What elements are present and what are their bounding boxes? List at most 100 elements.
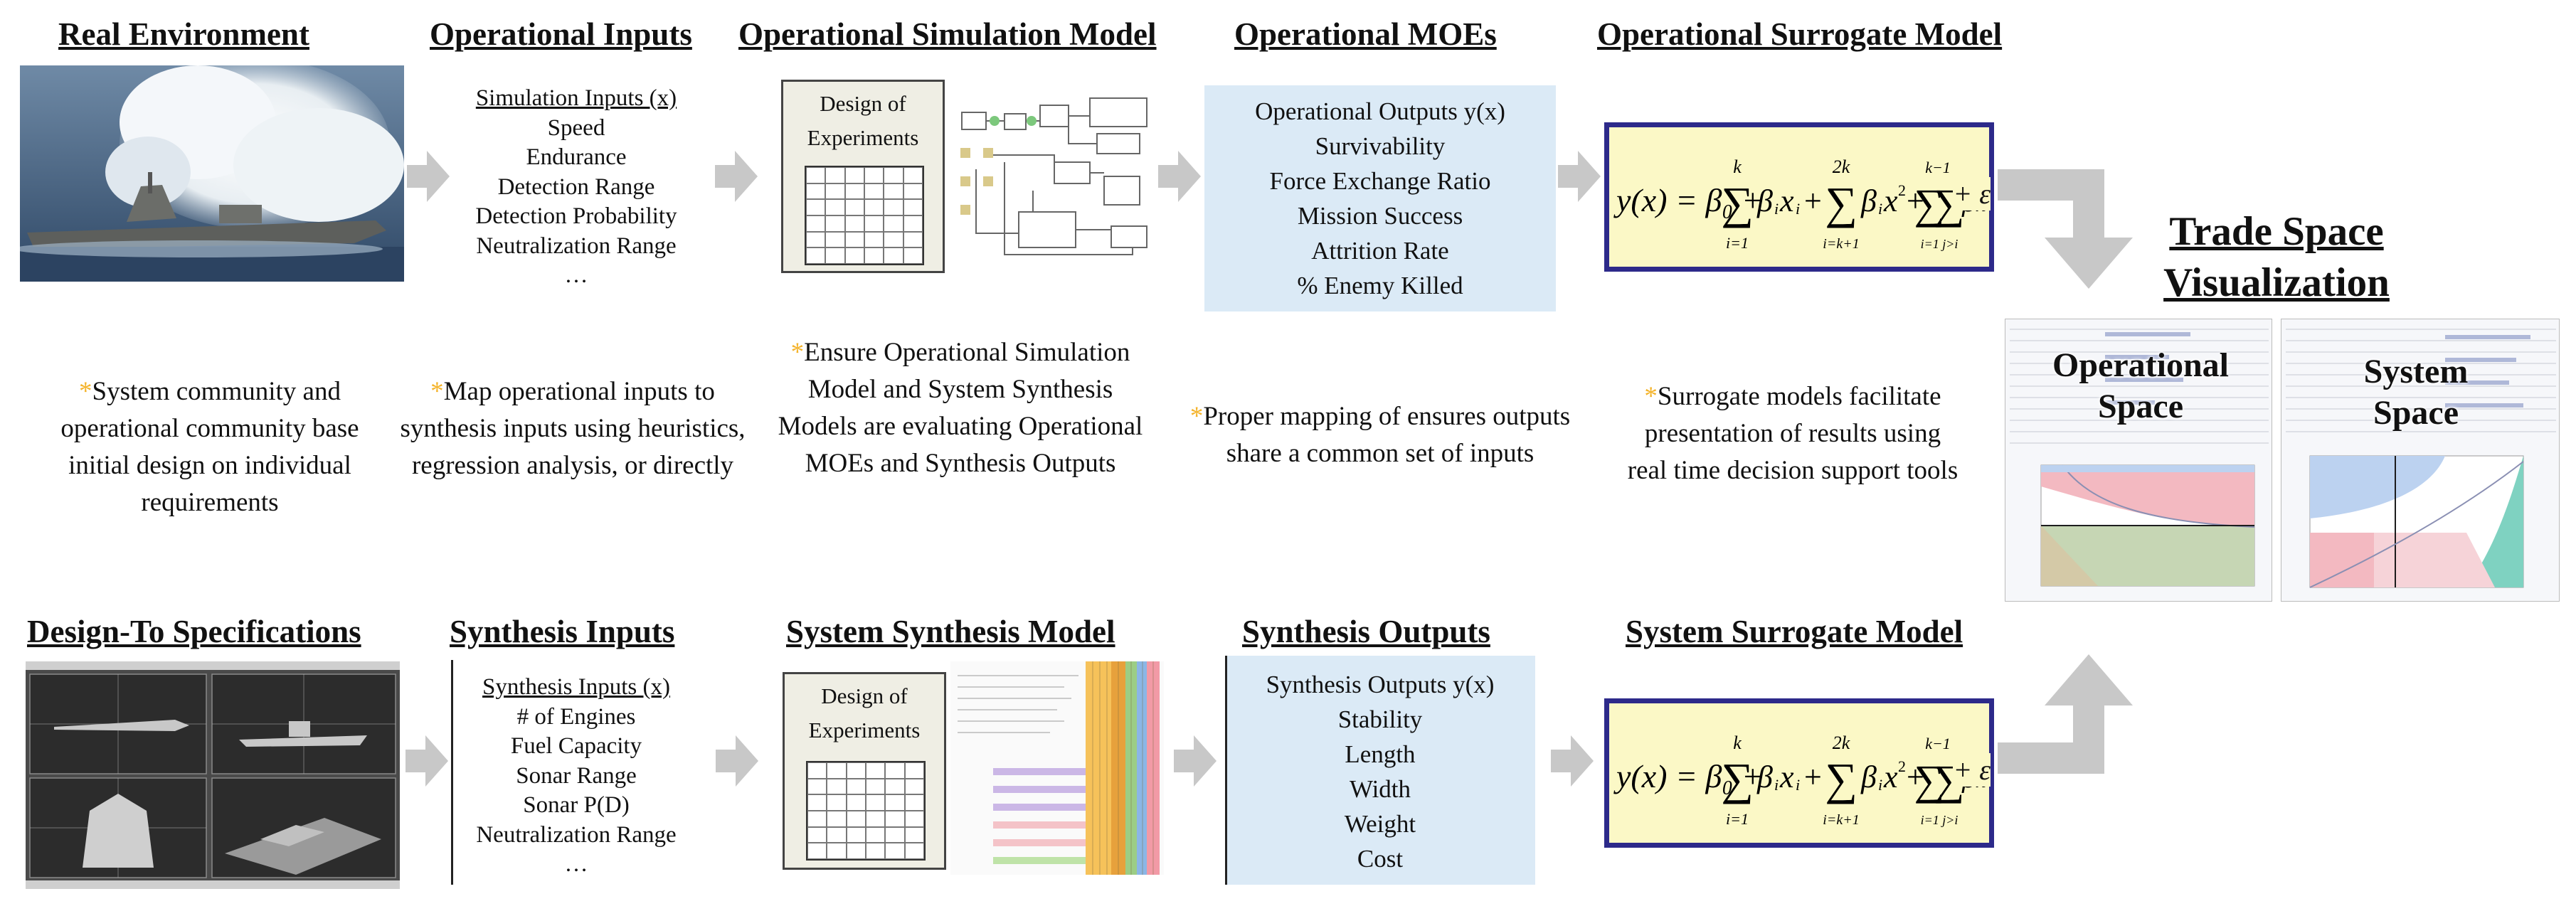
operational-outputs-box: Operational Outputs y(x) Survivability F… [1204,85,1556,311]
system-space-plot [2281,319,2560,602]
list-item: Endurance [526,144,627,170]
operational-space-line1: Operational [2052,346,2229,384]
list-item: Force Exchange Ratio [1269,167,1491,195]
ship-explosion-photo [20,65,404,282]
svg-text:∑: ∑ [1825,754,1857,804]
svg-text:2: 2 [1898,757,1906,775]
list-item: Speed [547,114,605,141]
list-item: Detection Range [497,174,655,200]
svg-text:∑: ∑ [1914,181,1945,228]
right-arrow-icon [1158,151,1201,202]
heading-system-synthesis-model: System Synthesis Model [786,614,1115,649]
term2: β [1860,183,1877,218]
design-of-experiments-box-bottom: Design of Experiments [783,672,946,870]
svg-text:x: x [1883,183,1898,218]
svg-text:i: i [1878,776,1882,794]
right-arrow-icon [715,151,758,202]
heading-synthesis-inputs: Synthesis Inputs [450,614,675,649]
list-item: Mission Success [1297,202,1463,230]
svg-text:x: x [1779,760,1794,794]
svg-text:i: i [1774,776,1779,794]
formula-tail: + ε [1953,177,1991,211]
svg-text:x: x [1883,760,1898,794]
list-item: … [564,851,588,877]
doe-label-line2: Experiments [807,125,919,150]
right-arrow-icon [407,151,450,202]
note-text: Ensure Operational Simulation Model and … [778,338,1143,478]
sum3-bottom: i=1 j>i [1921,237,1958,251]
system-surrogate-formula: y(x) = β₀ + k ∑ i=1 β i x i + 2k ∑ i=k+1… [1604,698,1994,848]
sum2-top: 2k [1833,733,1850,753]
operational-space-label: Operational Space [2016,345,2265,427]
svg-text:+: + [1804,183,1822,218]
list-item: Sonar P(D) [523,792,630,818]
system-space-line1: System [2363,353,2469,390]
system-space-line2: Space [2373,394,2459,432]
list-item: # of Engines [516,703,636,730]
sum3-bottom: i=1 j>i [1921,813,1958,827]
heading-operational-simulation-model: Operational Simulation Model [738,16,1157,52]
synthesis-inputs-title: Synthesis Inputs (x) [482,674,670,700]
ship-cad-views-image [26,661,400,889]
svg-text:i: i [1878,200,1882,218]
note-text: System community and operational communi… [60,377,359,517]
right-arrow-icon [1551,735,1594,787]
synthesis-outputs-box: Synthesis Outputs y(x) Stability Length … [1225,656,1535,885]
doe-label-line2: Experiments [808,718,921,742]
heading-synthesis-outputs: Synthesis Outputs [1242,614,1490,649]
synthesis-outputs-rule [1225,656,1227,885]
term1: β [1756,183,1773,218]
formula-lhs: y(x) = β₀ + [1613,182,1764,218]
right-arrow-icon [716,735,758,787]
list-item: Detection Probability [475,203,677,229]
list-item: Neutralization Range [476,821,677,848]
doe-grid [805,166,924,265]
bent-arrow-up-icon [1998,654,2133,774]
system-space-label: System Space [2302,351,2530,434]
note-surrogate-models: *Surrogate models facilitate presentatio… [1622,378,1963,489]
doe-label-line1: Design of [820,91,906,116]
operational-space-line2: Space [2098,388,2183,425]
list-item: Length [1345,740,1416,768]
sum2-top: 2k [1833,156,1850,177]
sum1-bottom: i=1 [1726,810,1749,828]
heading-operational-moes: Operational MOEs [1234,16,1497,52]
sum2-bottom: i=k+1 [1823,236,1859,252]
list-item: … [564,262,588,288]
list-item: Survivability [1315,132,1446,160]
note-star: * [790,338,805,367]
note-ensure-models: *Ensure Operational Simulation Model and… [775,334,1145,482]
operational-inputs-title: Simulation Inputs (x) [475,85,677,111]
note-star: * [79,377,92,406]
sum1-top: k [1733,156,1742,177]
trade-space-title: Trade Space Visualization [2134,206,2419,309]
note-text: Map operational inputs to synthesis inpu… [400,377,746,480]
svg-text:∑: ∑ [1721,754,1754,804]
sum1-top: k [1733,733,1742,753]
svg-text:i: i [1774,200,1779,218]
note-star: * [430,377,444,406]
synthesis-spreadsheet-image [950,661,1164,875]
synthesis-outputs-title: Synthesis Outputs y(x) [1266,671,1495,698]
synthesis-inputs-rule [451,660,453,885]
svg-text:+: + [1907,183,1924,218]
heading-real-environment: Real Environment [58,16,309,52]
svg-text:∑: ∑ [1825,178,1857,228]
list-item: Neutralization Range [476,233,677,259]
term2: β [1860,760,1877,794]
note-star: * [1189,402,1204,431]
term1: β [1756,760,1773,794]
list-item: Stability [1337,705,1423,733]
trade-space-line2: Visualization [2163,260,2390,305]
right-arrow-icon [1174,735,1217,787]
formula-tail: + ε [1953,753,1991,787]
svg-text:∑: ∑ [1914,757,1945,804]
formula-lhs: y(x) = β₀ + [1613,758,1764,794]
operational-outputs-title: Operational Outputs y(x) [1255,97,1505,125]
sum3-top: k−1 [1925,159,1951,176]
operational-space-plot [2005,319,2272,602]
note-map-inputs: *Map operational inputs to synthesis inp… [398,373,747,484]
svg-text:i: i [1796,776,1800,794]
svg-text:2: 2 [1898,181,1906,199]
svg-text:i: i [1796,200,1800,218]
